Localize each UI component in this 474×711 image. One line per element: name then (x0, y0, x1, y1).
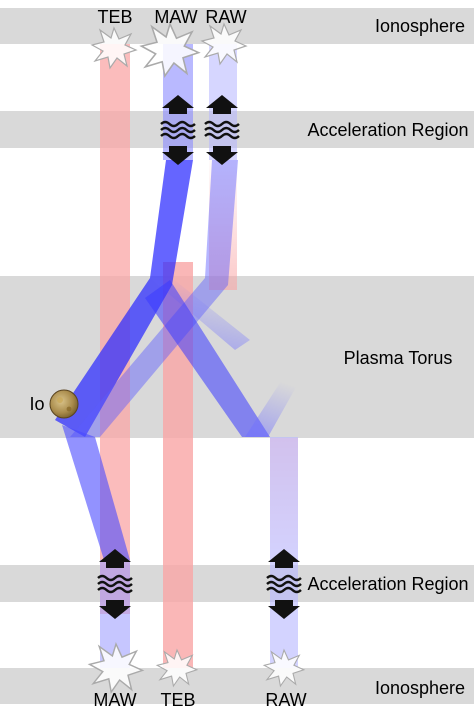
moon-io-icon (49, 389, 79, 419)
band-ionosphere-bottom (0, 668, 474, 704)
label-raw-bottom: RAW (265, 690, 306, 710)
label-maw-bottom: MAW (93, 690, 136, 710)
band-acceleration-bottom (0, 565, 474, 602)
label-teb-bottom: TEB (160, 690, 195, 710)
label-ionosphere-top: Ionosphere (375, 16, 465, 36)
label-maw-top: MAW (154, 7, 197, 27)
label-io: Io (29, 394, 44, 414)
io-surface-spot (66, 406, 72, 412)
alfven-secondary-wing-upper (70, 160, 238, 437)
alfven-main-wing-lower (62, 425, 130, 560)
teb-faint-top (209, 150, 237, 290)
label-plasma-torus: Plasma Torus (344, 348, 453, 368)
alfven-main-wing-upper (55, 160, 193, 437)
alfven-reflected-lower (245, 375, 300, 437)
label-acceleration-bottom: Acceleration Region (307, 574, 468, 594)
alfven-crossing-beam (145, 280, 270, 437)
label-raw-top: RAW (205, 7, 246, 27)
label-teb-top: TEB (97, 7, 132, 27)
io-surface-spot (57, 397, 63, 403)
label-acceleration-top: Acceleration Region (307, 120, 468, 140)
label-ionosphere-bottom: Ionosphere (375, 678, 465, 698)
